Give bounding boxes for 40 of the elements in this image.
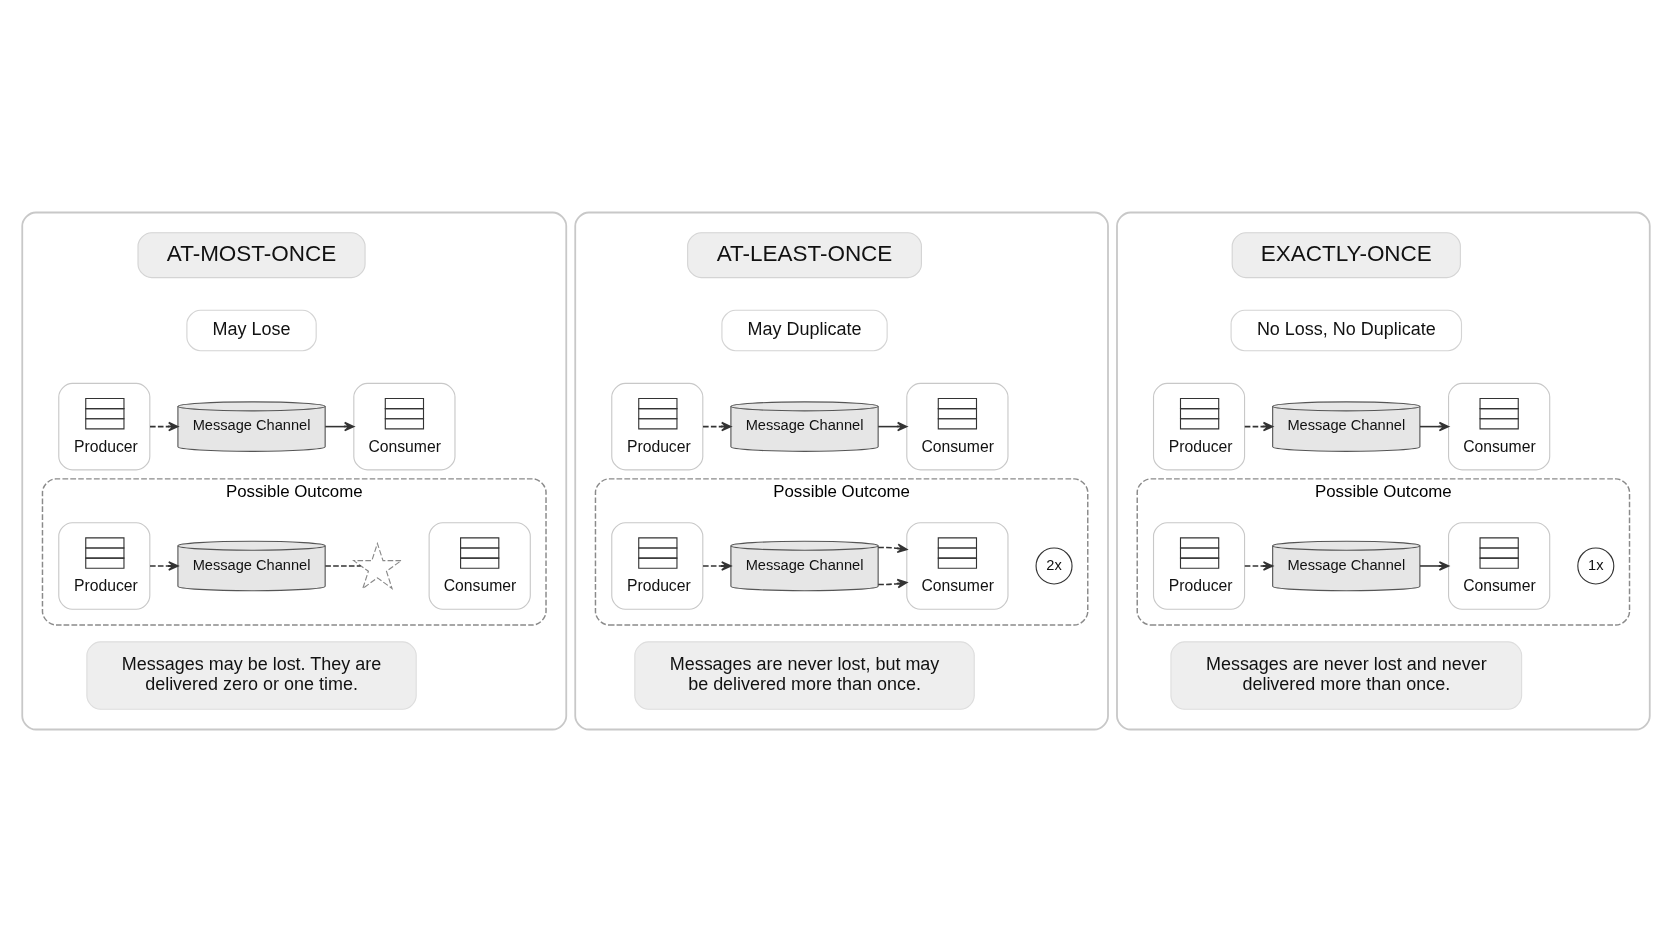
node-box: May Duplicate <box>721 309 888 351</box>
node-box: Consumer <box>906 382 1009 470</box>
arrow <box>877 543 908 553</box>
node-cross <box>352 541 403 590</box>
arrow <box>149 421 179 431</box>
arrow <box>1243 560 1274 571</box>
node-circle: 2x <box>1035 546 1073 584</box>
node-box: Consumer <box>906 521 1009 610</box>
arrow <box>702 421 732 431</box>
node-box: Messages may be lost. They are delivered zero or one time. <box>86 640 417 710</box>
node-box: Producer <box>58 521 151 610</box>
node-box: May Lose <box>186 309 317 351</box>
node-box: AT-LEAST-ONCE <box>687 231 922 278</box>
node-box: No Loss, No Duplicate <box>1230 309 1463 351</box>
arrow <box>877 578 908 588</box>
cluster <box>574 211 1109 730</box>
arrow <box>1243 421 1274 431</box>
arrow <box>877 421 908 431</box>
node-box: EXACTLY-ONCE <box>1231 231 1461 278</box>
node-circle: 1x <box>1577 546 1615 584</box>
arrow <box>149 560 179 571</box>
arrow <box>1419 560 1450 571</box>
node-box: Consumer <box>353 382 456 470</box>
cluster <box>1116 211 1651 730</box>
arrow <box>702 560 732 571</box>
node-box: Producer <box>1152 382 1246 470</box>
node-box: Consumer <box>428 521 531 610</box>
node-box: Messages are never lost and never delivered more than once. <box>1170 640 1523 710</box>
arrow <box>324 421 355 431</box>
node-box: Producer <box>611 382 704 470</box>
node-box: Consumer <box>1448 521 1551 610</box>
node-box: Messages are never lost, but may be delivered more than once. <box>634 640 975 710</box>
node-box: AT-MOST-ONCE <box>137 231 366 278</box>
connector <box>324 564 362 567</box>
node-box: Consumer <box>1448 382 1551 470</box>
node-box: Producer <box>58 382 151 470</box>
cluster <box>21 211 568 730</box>
node-box: Producer <box>611 521 704 610</box>
node-box: Producer <box>1152 521 1246 610</box>
arrow <box>1419 421 1450 431</box>
